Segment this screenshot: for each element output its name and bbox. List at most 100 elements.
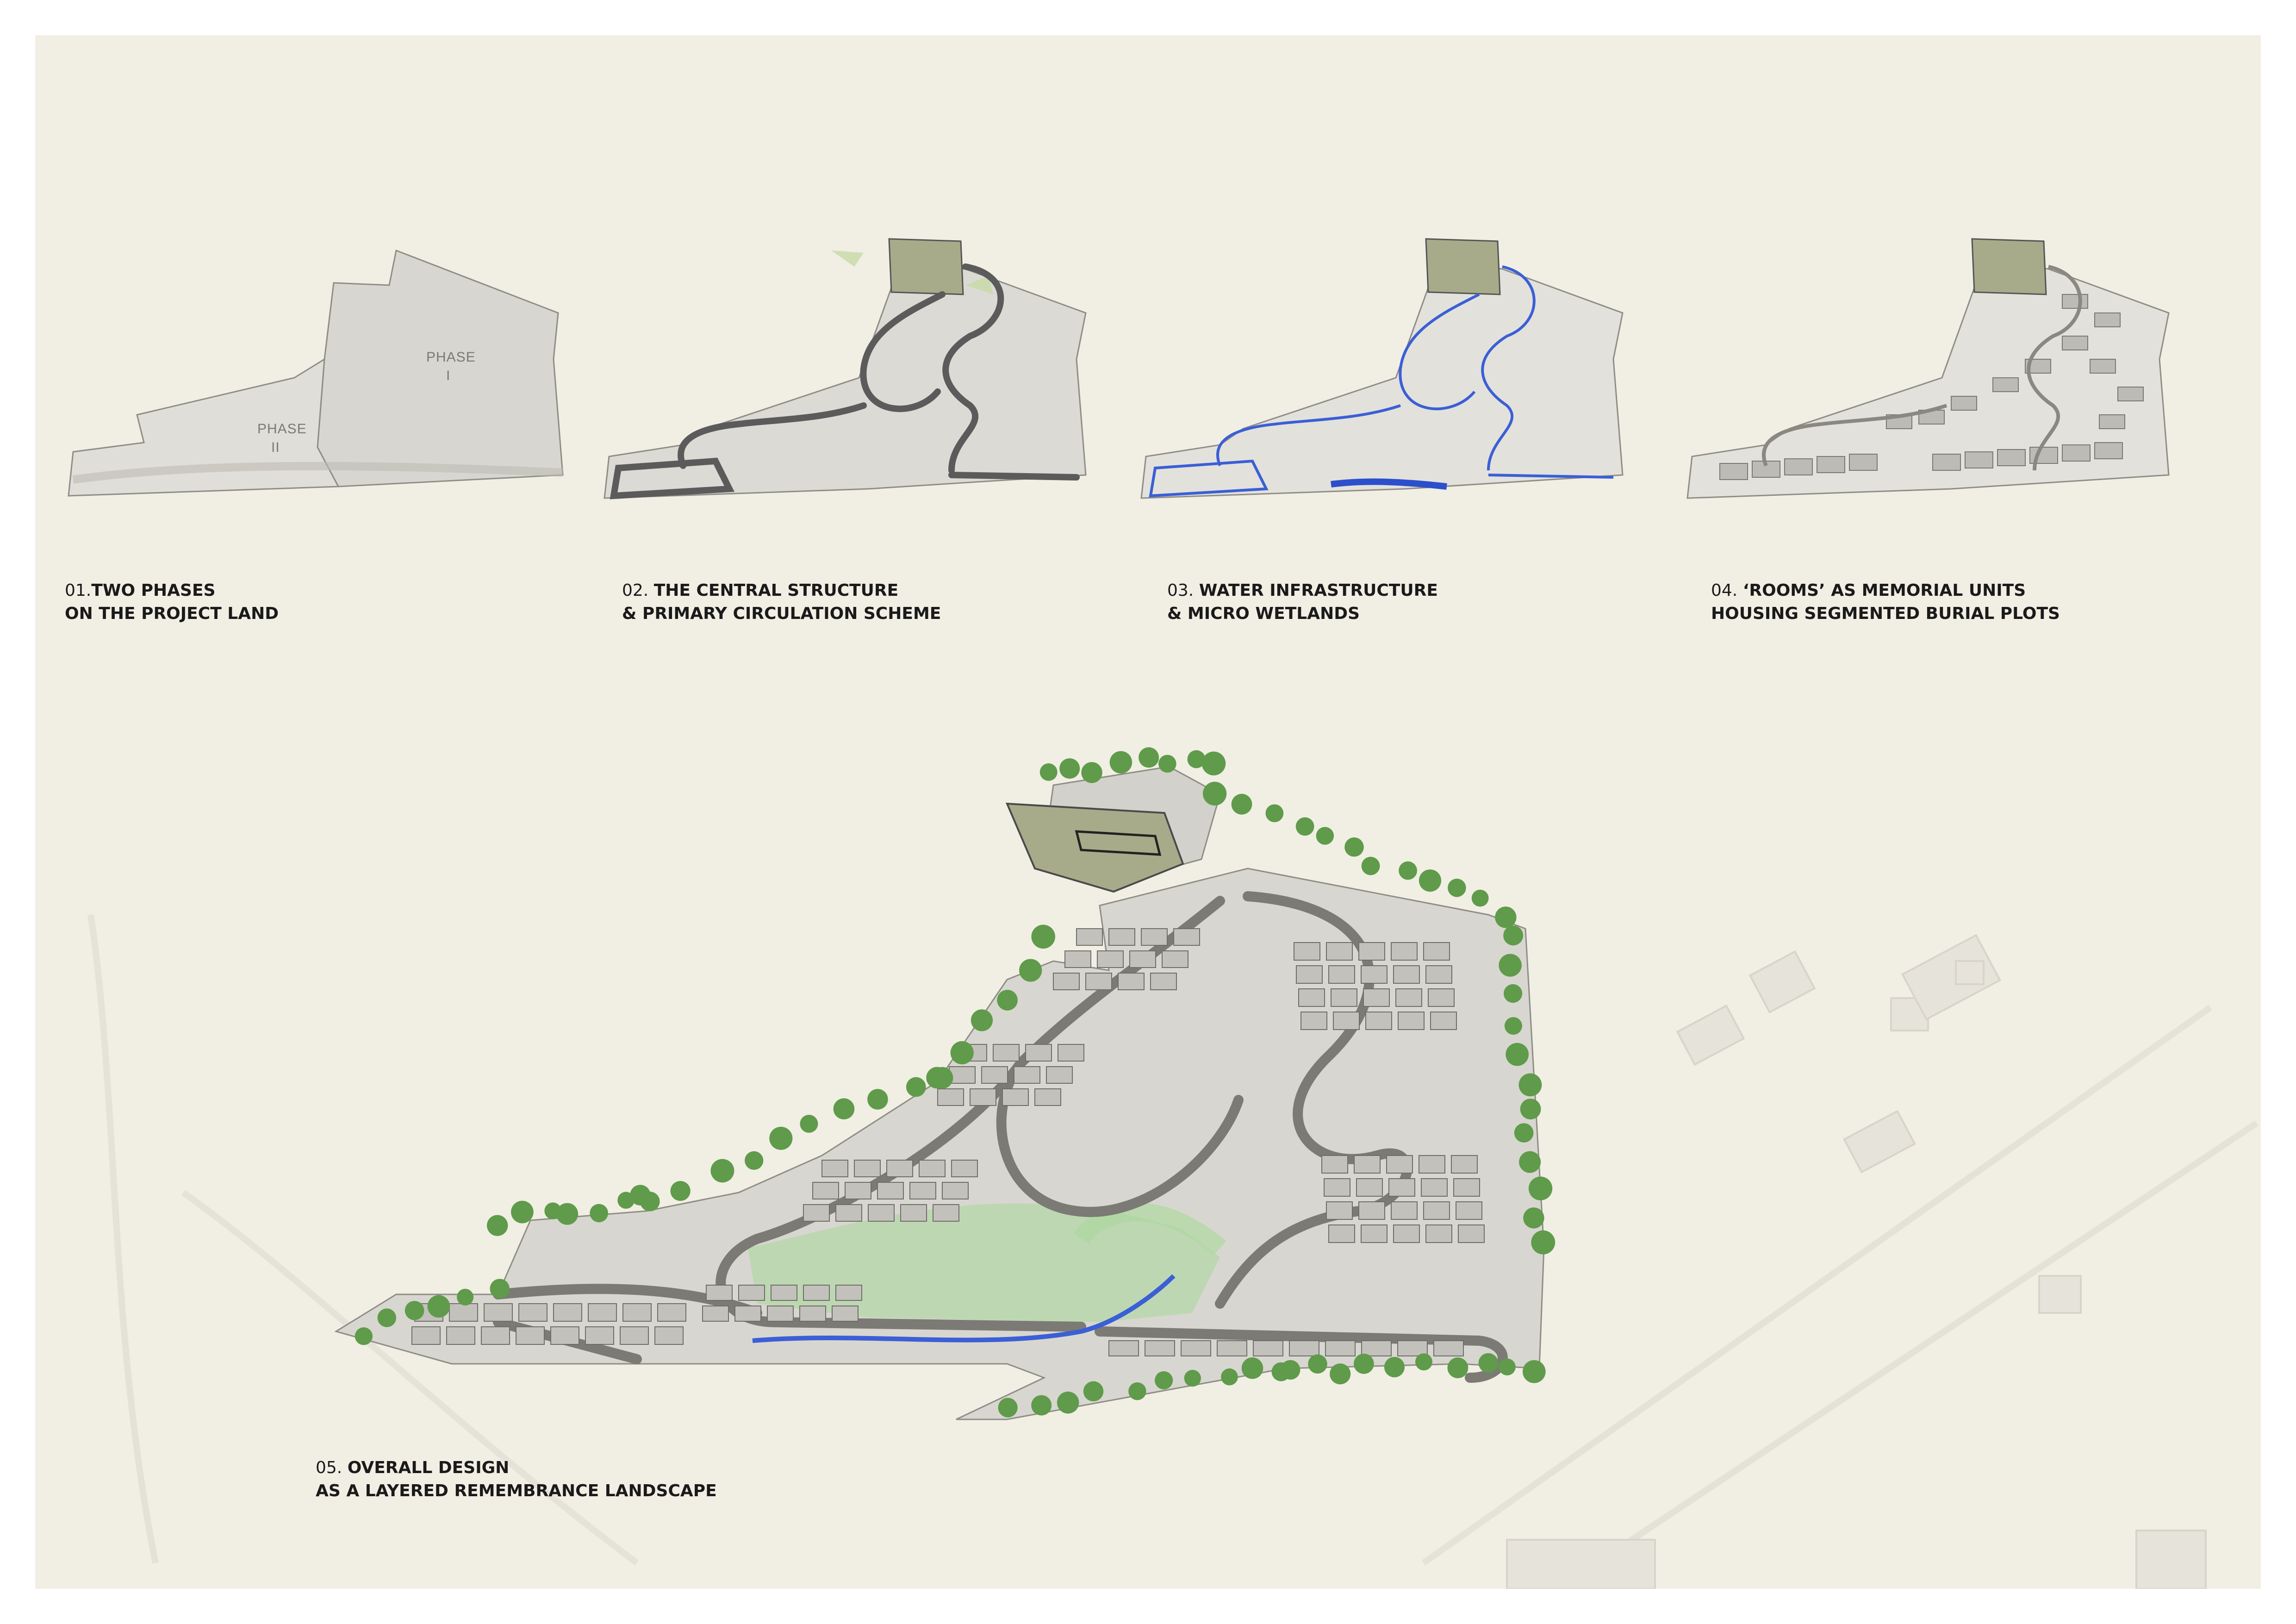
tree bbox=[1503, 925, 1524, 946]
burial-plot bbox=[1321, 1155, 1348, 1174]
burial-plot bbox=[1294, 942, 1320, 961]
tree bbox=[1523, 1360, 1546, 1383]
burial-plot bbox=[1395, 988, 1422, 1007]
burial-plot bbox=[1356, 1178, 1383, 1197]
burial-plot bbox=[868, 1204, 895, 1222]
burial-plot bbox=[1433, 1340, 1464, 1356]
tree bbox=[1295, 817, 1314, 836]
tree bbox=[1344, 837, 1364, 857]
tree bbox=[1201, 751, 1226, 775]
tree bbox=[833, 1098, 855, 1120]
tree bbox=[511, 1200, 534, 1224]
burial-plot bbox=[1325, 1340, 1356, 1356]
caption-02: 02. THE CENTRAL STRUCTURE & PRIMARY CIRC… bbox=[622, 579, 941, 625]
caption-04: 04. ‘ROOMS’ AS MEMORIAL UNITS HOUSING SE… bbox=[1711, 579, 2060, 625]
burial-plot bbox=[1076, 928, 1103, 946]
diagram-03-water bbox=[1140, 238, 1624, 499]
burial-plot bbox=[1419, 1155, 1445, 1174]
tree bbox=[1478, 1353, 1499, 1373]
burial-plot bbox=[886, 1160, 913, 1177]
burial-plot bbox=[803, 1285, 830, 1301]
water-stream bbox=[752, 1274, 1176, 1343]
tree bbox=[1158, 755, 1176, 773]
tree bbox=[1059, 758, 1080, 779]
burial-plot bbox=[1328, 1224, 1355, 1243]
burial-plot bbox=[1118, 973, 1145, 990]
burial-plot bbox=[1253, 1340, 1283, 1356]
building-courtyard bbox=[1075, 830, 1162, 856]
burial-plot bbox=[1423, 942, 1450, 961]
burial-plot bbox=[1326, 942, 1353, 961]
tree bbox=[490, 1279, 510, 1299]
caption-05-line2: AS A LAYERED REMEMBRANCE LANDSCAPE bbox=[316, 1481, 717, 1500]
phase-1-label: PHASE bbox=[426, 350, 476, 365]
diagram-02-circulation bbox=[604, 238, 1087, 500]
tree bbox=[1419, 869, 1442, 892]
tree bbox=[1471, 889, 1489, 907]
burial-plot bbox=[1085, 973, 1112, 990]
burial-plot bbox=[799, 1305, 826, 1322]
caption-03-number: 03. bbox=[1167, 581, 1199, 600]
tree bbox=[1081, 762, 1102, 783]
tree bbox=[1361, 856, 1380, 875]
burial-plot bbox=[702, 1305, 729, 1322]
burial-plot bbox=[1363, 988, 1390, 1007]
burial-plot bbox=[1326, 1201, 1353, 1220]
water-channels bbox=[1149, 265, 1614, 498]
burial-plot bbox=[1014, 1066, 1040, 1084]
tree bbox=[710, 1159, 734, 1183]
tree bbox=[1518, 1073, 1542, 1097]
tree bbox=[1031, 1395, 1052, 1416]
burial-plot bbox=[1425, 1224, 1452, 1243]
burial-plot bbox=[1358, 942, 1385, 961]
burial-plot bbox=[484, 1303, 513, 1322]
caption-02-number: 02. bbox=[622, 581, 654, 600]
tree bbox=[1415, 1353, 1432, 1371]
tree bbox=[1447, 1357, 1468, 1379]
caption-04-number: 04. bbox=[1711, 581, 1743, 600]
burial-plot bbox=[803, 1204, 830, 1222]
tree bbox=[950, 1041, 974, 1065]
tree bbox=[427, 1295, 450, 1318]
tree bbox=[556, 1203, 579, 1225]
burial-plot bbox=[1129, 950, 1156, 968]
tree bbox=[1241, 1357, 1263, 1379]
burial-plot bbox=[835, 1285, 862, 1301]
wetland-strip bbox=[1073, 1203, 1226, 1255]
burial-plot bbox=[1397, 1340, 1428, 1356]
phase-2-label: PHASE bbox=[257, 421, 307, 437]
burial-plot bbox=[909, 1182, 936, 1199]
burial-plot bbox=[550, 1326, 579, 1345]
tree bbox=[1520, 1099, 1541, 1120]
burial-plot bbox=[1425, 965, 1452, 984]
burial-plot bbox=[1451, 1155, 1478, 1174]
tree bbox=[1231, 793, 1252, 815]
tree bbox=[670, 1181, 691, 1201]
burial-plot bbox=[449, 1303, 478, 1322]
tree bbox=[1523, 1207, 1544, 1229]
tree bbox=[457, 1288, 474, 1305]
caption-03: 03. WATER INFRASTRUCTURE & MICRO WETLAND… bbox=[1167, 579, 1438, 625]
burial-plot bbox=[588, 1303, 617, 1322]
burial-plot bbox=[1328, 965, 1355, 984]
tree bbox=[640, 1192, 660, 1212]
burial-plot bbox=[1296, 965, 1323, 984]
diagram-05-overall-design bbox=[334, 747, 1556, 1420]
tree bbox=[1019, 959, 1042, 982]
burial-plot bbox=[1333, 1012, 1360, 1030]
burial-plot bbox=[832, 1305, 859, 1322]
tree bbox=[1448, 879, 1466, 897]
tree bbox=[377, 1308, 397, 1327]
burial-plot bbox=[1145, 1340, 1175, 1356]
tree bbox=[1506, 1043, 1529, 1066]
burial-plot bbox=[1393, 965, 1420, 984]
caption-01-line1: TWO PHASES bbox=[91, 581, 216, 600]
burial-plot bbox=[1034, 1088, 1061, 1106]
burial-plot bbox=[981, 1066, 1008, 1084]
burial-plot bbox=[1458, 1224, 1485, 1243]
tree bbox=[1330, 1363, 1351, 1385]
caption-03-line1: WATER INFRASTRUCTURE bbox=[1199, 581, 1438, 600]
burial-plot bbox=[1456, 1201, 1482, 1220]
caption-02-line1: THE CENTRAL STRUCTURE bbox=[653, 581, 899, 600]
tree bbox=[1503, 984, 1523, 1003]
